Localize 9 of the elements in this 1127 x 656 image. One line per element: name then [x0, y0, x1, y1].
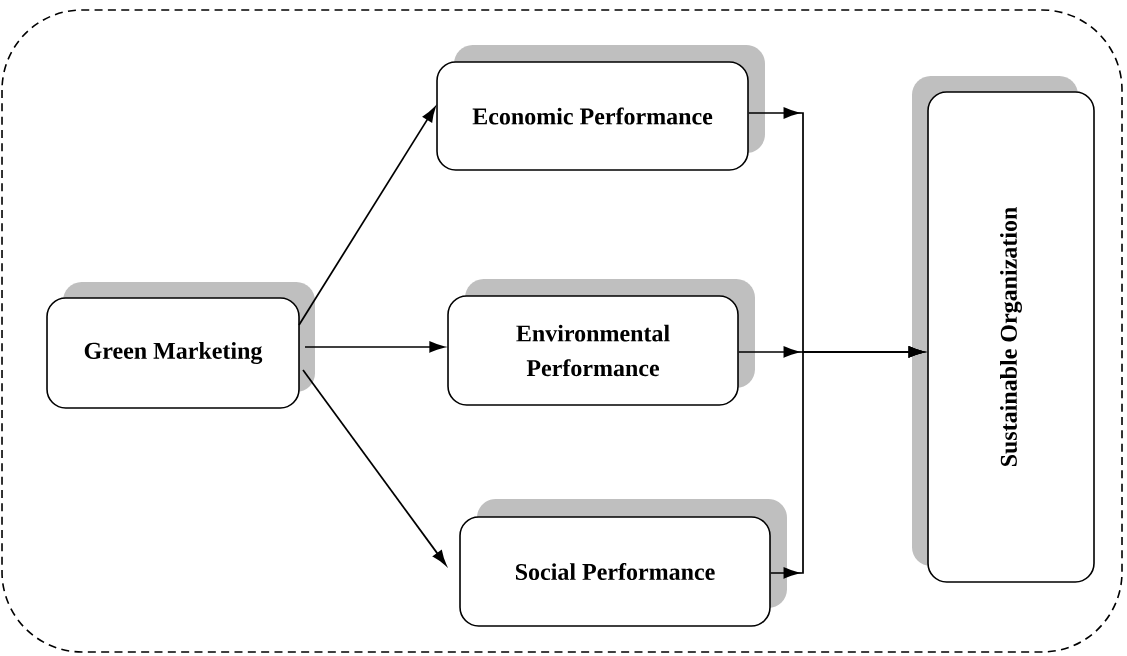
- arrow: [304, 341, 445, 353]
- rounded-box: Sustainable Organization: [912, 76, 1095, 583]
- arrow: [298, 106, 436, 326]
- rounded-box: Economic Performance: [436, 45, 765, 171]
- rounded-box: Social Performance: [459, 499, 787, 627]
- rounded-box: Green Marketing: [46, 282, 315, 409]
- arrow: [302, 369, 447, 566]
- arrow: [769, 346, 924, 579]
- rounded-box: Environmental Performance: [447, 279, 755, 406]
